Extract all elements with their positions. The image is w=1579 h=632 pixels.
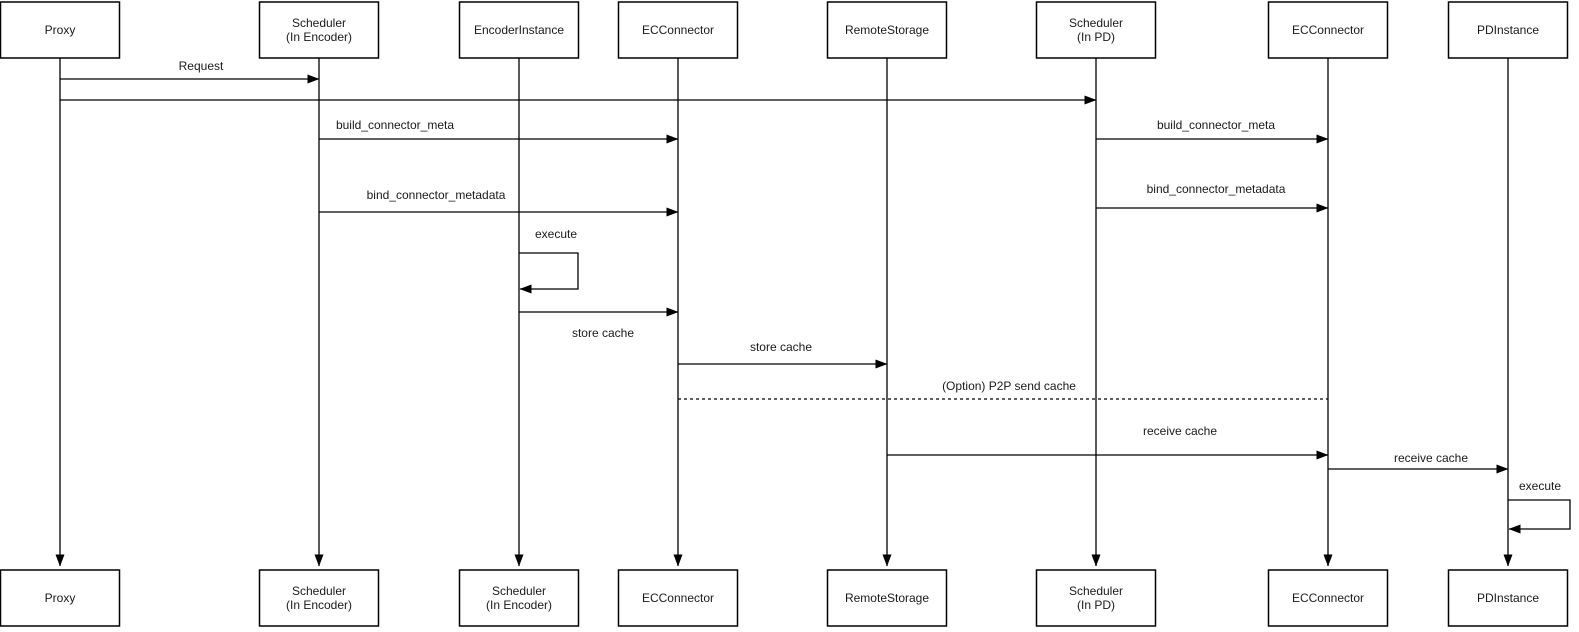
actor-label-bottom-scheduler-encoder: Scheduler(In Encoder): [286, 584, 352, 612]
actor-box-bottom-scheduler-pd: Scheduler(In PD): [1035, 569, 1157, 627]
message-label-request: Request: [179, 59, 224, 73]
self-message-execute-pd: execute: [1508, 479, 1571, 534]
actor-box-top-ec-connector-1: ECConnector: [617, 1, 739, 59]
self-message-label-execute-encoder: execute: [535, 227, 577, 241]
self-message-label-execute-pd: execute: [1519, 479, 1561, 493]
message-store-cache-to-connector: store cache: [519, 307, 679, 340]
actor-label-top-proxy: Proxy: [45, 23, 76, 37]
actor-label-bottom-scheduler-pd: Scheduler(In PD): [1069, 584, 1123, 612]
actor-box-bottom-ec-connector-2: ECConnector: [1267, 569, 1389, 627]
actor-label-top-encoder-instance: EncoderInstance: [474, 23, 564, 37]
actor-label-bottom-remote-storage: RemoteStorage: [845, 591, 929, 605]
message-store-cache-to-remote: store cache: [678, 340, 888, 369]
message-request: Request: [60, 59, 320, 84]
message-label-store-cache-to-connector: store cache: [572, 326, 634, 340]
actor-box-top-scheduler-pd: Scheduler(In PD): [1035, 1, 1157, 59]
message-label-build-connector-meta-pd: build_connector_meta: [1157, 118, 1275, 132]
actor-box-top-scheduler-encoder: Scheduler(In Encoder): [258, 1, 380, 59]
actor-box-bottom-ec-connector-1: ECConnector: [617, 569, 739, 627]
message-p2p-send-cache: (Option) P2P send cache: [678, 379, 1328, 400]
actor-box-top-encoder-instance: EncoderInstance: [458, 1, 580, 59]
actor-box-bottom-scheduler-encoder: Scheduler(In Encoder): [258, 569, 380, 627]
actor-box-top-pd-instance: PDInstance: [1447, 1, 1569, 59]
actor-label-top-scheduler-encoder: Scheduler(In Encoder): [286, 16, 352, 44]
message-label-store-cache-to-remote: store cache: [750, 340, 812, 354]
actor-box-bottom-proxy: Proxy: [0, 569, 121, 627]
actor-box-bottom-remote-storage: RemoteStorage: [826, 569, 948, 627]
message-bind-connector-metadata-pd: bind_connector_metadata: [1096, 182, 1329, 213]
actor-label-top-ec-connector-1: ECConnector: [642, 23, 714, 37]
actor-label-bottom-proxy: Proxy: [45, 591, 76, 605]
message-receive-cache-to-pdinstance: receive cache: [1328, 451, 1509, 474]
message-receive-cache-from-remote: receive cache: [887, 424, 1329, 460]
actor-box-top-remote-storage: RemoteStorage: [826, 1, 948, 59]
message-label-bind-connector-metadata-encoder: bind_connector_metadata: [367, 188, 506, 202]
actor-label-bottom-encoder-instance: Scheduler(In Encoder): [486, 584, 552, 612]
actor-label-top-scheduler-pd: Scheduler(In PD): [1069, 16, 1123, 44]
actor-label-top-remote-storage: RemoteStorage: [845, 23, 929, 37]
actor-box-bottom-encoder-instance: Scheduler(In Encoder): [458, 569, 580, 627]
message-label-receive-cache-to-pdinstance: receive cache: [1394, 451, 1468, 465]
actor-box-top-ec-connector-2: ECConnector: [1267, 1, 1389, 59]
message-label-p2p-send-cache: (Option) P2P send cache: [942, 379, 1076, 393]
actor-label-top-ec-connector-2: ECConnector: [1292, 23, 1364, 37]
actor-label-top-pd-instance: PDInstance: [1477, 23, 1539, 37]
message-label-receive-cache-from-remote: receive cache: [1143, 424, 1217, 438]
self-message-execute-encoder: execute: [519, 227, 579, 294]
message-label-build-connector-meta-encoder: build_connector_meta: [336, 118, 454, 132]
actor-box-bottom-pd-instance: PDInstance: [1447, 569, 1569, 627]
actor-label-bottom-pd-instance: PDInstance: [1477, 591, 1539, 605]
message-bind-connector-metadata-encoder: bind_connector_metadata: [319, 188, 679, 217]
message-label-bind-connector-metadata-pd: bind_connector_metadata: [1147, 182, 1286, 196]
actor-label-bottom-ec-connector-1: ECConnector: [642, 591, 714, 605]
actor-label-bottom-ec-connector-2: ECConnector: [1292, 591, 1364, 605]
actor-box-top-proxy: Proxy: [0, 1, 121, 59]
message-build-connector-meta-encoder: build_connector_meta: [319, 118, 679, 144]
message-build-connector-meta-pd: build_connector_meta: [1096, 118, 1329, 144]
